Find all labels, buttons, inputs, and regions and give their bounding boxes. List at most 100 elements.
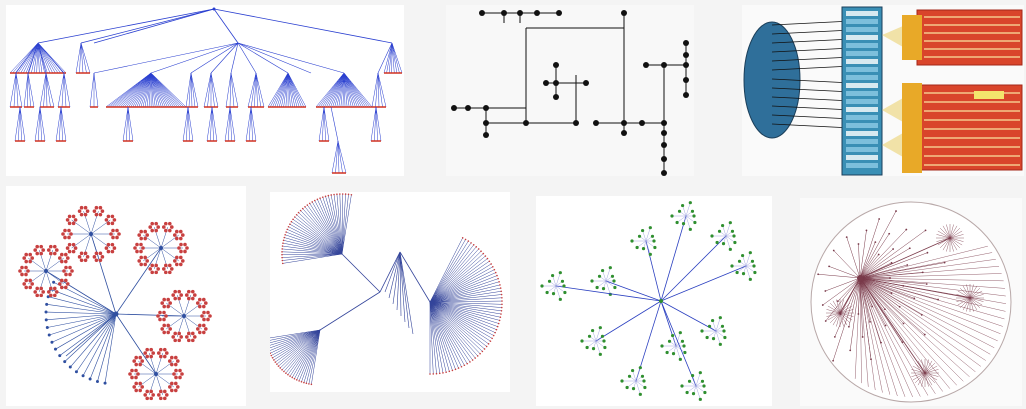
leaf-node [316, 198, 319, 201]
tree-node [523, 120, 529, 126]
leaf-node [718, 342, 722, 346]
leaf-node [134, 368, 138, 373]
subtree-edge [343, 72, 373, 108]
tree-edge [949, 237, 958, 251]
hierarchical-tree-diagram [9, 7, 403, 174]
leaf-node [59, 259, 64, 264]
subtree-edge [343, 72, 348, 108]
leaf-node [63, 235, 67, 240]
leaf-node [905, 228, 908, 231]
leaf-edge [555, 285, 561, 300]
subtree-edge [343, 72, 356, 108]
subtree-edge [126, 72, 152, 108]
leaf-node [741, 272, 746, 276]
leaf-node [667, 339, 672, 343]
leaf-node [494, 271, 497, 274]
tree-edge [924, 362, 936, 374]
leaf-edge [675, 332, 681, 347]
leaf-node [174, 375, 178, 380]
leaf-node [169, 355, 174, 360]
leaf-node [190, 338, 195, 343]
tree-edge [429, 301, 487, 347]
tree-edge [859, 277, 904, 324]
leaf-edge [685, 215, 691, 230]
tree-edge [213, 8, 239, 44]
subtree-edge [150, 72, 164, 108]
leaf-edge [742, 255, 747, 267]
tree-node [501, 10, 507, 16]
tree-edge [829, 302, 841, 314]
leaf-node [46, 248, 51, 252]
leaf-node [660, 344, 664, 348]
subtree-edge [80, 42, 84, 74]
tree-edge [298, 212, 343, 255]
tree-edge [429, 300, 502, 303]
root-node [212, 7, 216, 11]
leaf-node [169, 388, 174, 393]
tree-edge [210, 42, 239, 74]
tree-edge [330, 106, 339, 142]
subtree-edge [127, 106, 134, 142]
radial-tree-diagram [270, 193, 503, 386]
tree-edge [429, 301, 502, 305]
tree-edge [429, 239, 466, 303]
leaf-node [173, 289, 178, 294]
subtree-edge [270, 72, 289, 108]
tree-edge [282, 253, 343, 255]
leaf-edge [685, 215, 696, 223]
leaf-node [54, 248, 59, 252]
subtree-edge [287, 72, 307, 108]
subtree-edge [185, 72, 192, 108]
leaf-node [681, 222, 686, 226]
leaf-node [648, 252, 652, 256]
leaf-node [297, 211, 300, 214]
subtree-edge [126, 106, 129, 142]
subtree-edge [93, 72, 99, 108]
leaf-node [613, 285, 617, 290]
leaf-node [104, 246, 109, 250]
leaf-edge [645, 240, 656, 248]
subtree-edge [60, 106, 63, 142]
tree-node [621, 120, 627, 126]
tree-edge [969, 297, 974, 312]
column-label [846, 91, 878, 96]
leaf-node [74, 370, 78, 374]
red-cylinder [916, 9, 1023, 66]
leaf-node [94, 251, 99, 256]
cone-edge [771, 65, 853, 71]
hierarchical-tree-panel [6, 5, 404, 176]
tree-edge [859, 277, 1006, 289]
leaf-node [50, 340, 54, 344]
tree-node [661, 120, 667, 126]
tree-edge [399, 251, 410, 329]
tree-edge [839, 312, 848, 326]
cone-edge [771, 105, 853, 111]
tree-edge [859, 277, 957, 386]
tree-edge [37, 42, 65, 74]
tree-edge [859, 277, 936, 394]
leaf-node [145, 396, 150, 401]
leaf-node [585, 345, 589, 350]
leaf-node [921, 271, 924, 274]
tree-edge [15, 42, 39, 74]
leaf-edge [642, 230, 647, 242]
tree-edge [859, 277, 898, 397]
tree-edge [859, 277, 869, 387]
leaf-node [477, 248, 480, 250]
subtree-edge [203, 72, 212, 108]
column-label [846, 51, 878, 56]
leaf-node [65, 246, 70, 250]
leaf-node [180, 259, 185, 263]
subtree-edge [377, 72, 387, 108]
leaf-node [274, 361, 277, 363]
subtree-edge [13, 72, 17, 108]
tree-edge [429, 301, 471, 363]
leaf-node [474, 357, 477, 359]
tree-edge [37, 8, 215, 44]
tree-edge [429, 301, 440, 374]
tree-node [683, 92, 689, 98]
tree-edge [949, 227, 961, 239]
leaf-node [35, 293, 40, 298]
subtree-edge [138, 72, 152, 108]
leaf-node [496, 325, 499, 328]
